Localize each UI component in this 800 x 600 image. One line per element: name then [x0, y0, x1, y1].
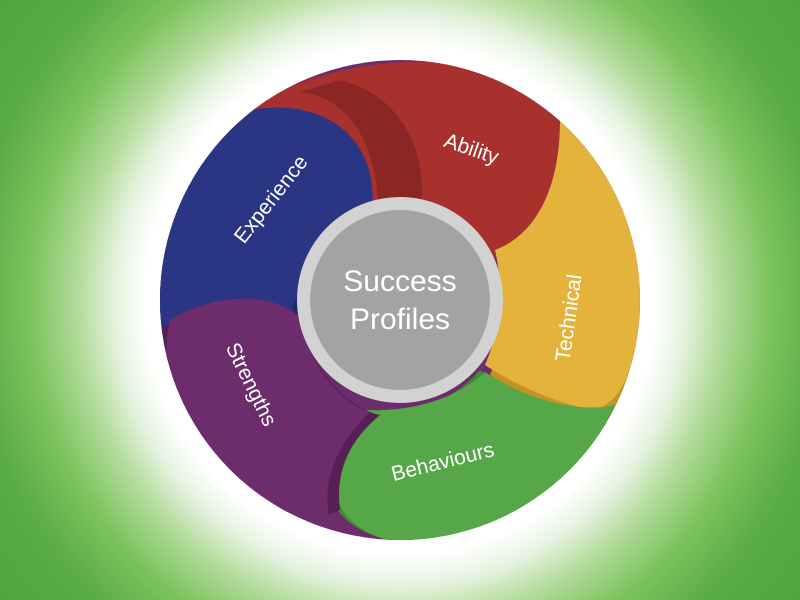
center-hub — [310, 210, 490, 390]
segment-ability-shade — [300, 80, 422, 220]
center-title-line1: Success — [343, 265, 456, 298]
center-title-line2: Profiles — [350, 303, 450, 336]
segment-technical — [485, 120, 640, 410]
